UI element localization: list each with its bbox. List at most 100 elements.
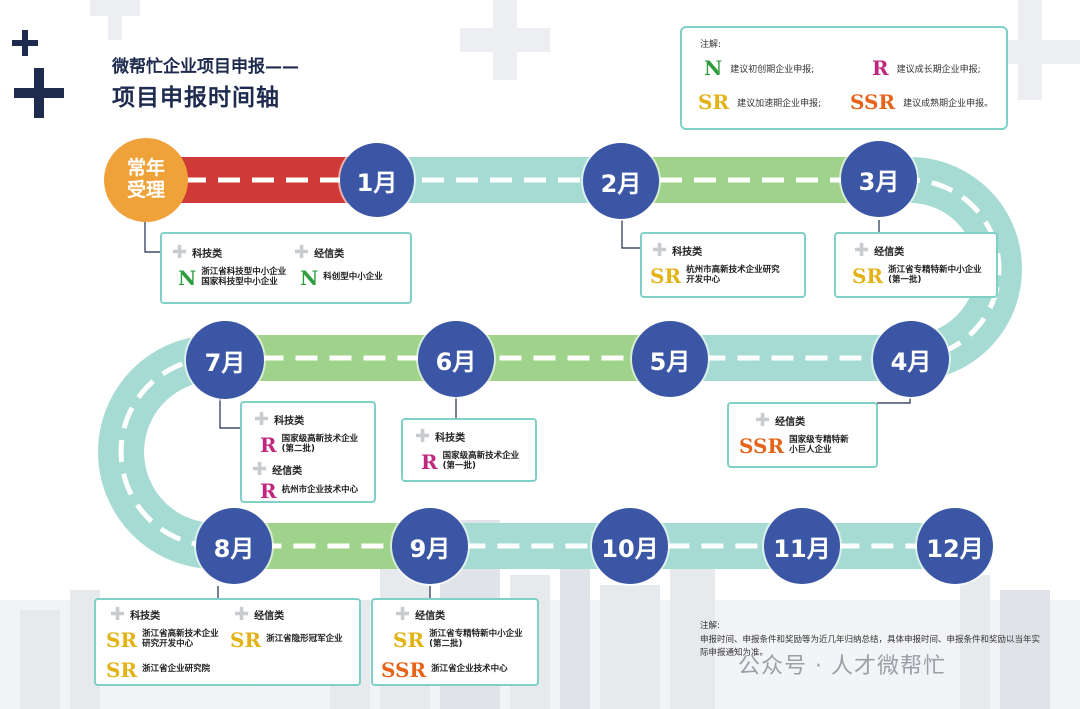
program-entry: N 浙江省科技型中小企业 国家科技型中小企业	[178, 266, 287, 290]
program-entry: SSR 国家级专精特新 小巨人企业	[739, 434, 849, 458]
footnote: 注解: 申报时间、申报条件和奖励等为近几年归纳总结，具体申报时间、申报条件和奖励…	[700, 620, 1040, 661]
program-name: 浙江省科技型中小企业 国家科技型中小企业	[201, 267, 287, 287]
start-node-line2: 受理	[126, 179, 165, 201]
legend-text: 建议成熟期企业申报。	[903, 98, 994, 109]
level-code: SSR	[381, 658, 427, 682]
program-name: 浙江省专精特新中小企业 (第一批)	[888, 265, 982, 285]
legend-item-r: R 建议成长期企业申报;	[872, 56, 981, 80]
program-name: 国家级专精特新 小巨人企业	[789, 435, 849, 455]
start-node-line1: 常年	[126, 157, 165, 180]
watermark: 公众号 · 人才微帮忙	[738, 654, 946, 679]
jul-programs-box: ✚科技类 R 国家级高新技术企业 (第二批) ✚经信类 R 杭州市企业技术中心	[240, 401, 376, 503]
month-node-2: 2月	[583, 143, 659, 219]
plus-icon: ✚	[252, 459, 268, 480]
level-code: SR	[698, 90, 730, 114]
aug-programs-box: ✚科技类 ✚经信类 SR 浙江省高新技术企业 研究开发中心 SR 浙江省隐形冠军…	[94, 598, 361, 686]
level-code: R	[421, 450, 438, 474]
legend-text: 建议加速期企业申报;	[737, 98, 822, 109]
program-entry: N 科创型中小企业	[300, 268, 383, 288]
month-node-12: 12月	[917, 508, 993, 584]
level-code: SSR	[739, 434, 785, 458]
plus-icon: ✚	[294, 242, 310, 263]
sep-programs-box: ✚经信类 SR 浙江省专精特新中小企业 (第二批) SSR 浙江省企业技术中心	[371, 598, 539, 686]
program-entry: SR 杭州市高新技术企业研究 开发中心	[650, 264, 780, 288]
month-node-10: 10月	[592, 508, 668, 584]
program-name: 浙江省隐形冠军企业	[266, 634, 343, 645]
level-code: R	[260, 479, 277, 503]
level-code: SR	[106, 628, 138, 652]
plus-icon: ✚	[755, 410, 771, 431]
category-label: ✚经信类	[854, 240, 905, 261]
program-name: 浙江省企业技术中心	[431, 664, 508, 675]
program-entry: R 杭州市企业技术中心	[260, 481, 358, 501]
connector-lines	[144, 220, 911, 598]
legend-text: 建议初创期企业申报;	[730, 64, 815, 75]
feb-programs-box: ✚科技类 SR 杭州市高新技术企业研究 开发中心	[640, 232, 806, 298]
program-entry: R 国家级高新技术企业 (第一批)	[421, 450, 520, 474]
program-name: 国家级高新技术企业 (第一批)	[442, 451, 520, 471]
mar-programs-box: ✚经信类 SR 浙江省专精特新中小企业 (第一批)	[834, 232, 998, 298]
plus-icon: ✚	[854, 240, 870, 261]
program-name: 浙江省专精特新中小企业 (第二批)	[429, 629, 523, 649]
category-label: ✚科技类	[110, 604, 161, 625]
category-label: ✚科技类	[415, 426, 466, 447]
category-label: ✚经信类	[395, 604, 446, 625]
category-label: ✚经信类	[294, 242, 345, 263]
program-name: 科创型中小企业	[323, 272, 383, 283]
year-round-node: 常年 受理	[104, 138, 188, 222]
annual-programs-box: ✚科技类 ✚经信类 N 浙江省科技型中小企业 国家科技型中小企业 N 科创型中小…	[160, 232, 412, 304]
month-node-8: 8月	[196, 508, 272, 584]
plus-icon: ✚	[395, 604, 411, 625]
legend-item-sr: SR 建议加速期企业申报;	[698, 90, 821, 114]
level-code: SR	[852, 264, 884, 288]
level-code: R	[260, 433, 277, 457]
program-name: 国家级高新技术企业 (第二批)	[281, 434, 359, 454]
month-node-4: 4月	[873, 321, 949, 397]
program-entry: SR 浙江省高新技术企业 研究开发中心	[106, 628, 219, 652]
level-code: SR	[650, 264, 682, 288]
poster-title: 微帮忙企业项目申报——	[112, 57, 299, 77]
month-node-11: 11月	[764, 508, 840, 584]
legend-box: 注解: N 建议初创期企业申报; R 建议成长期企业申报; SR 建议加速期企业…	[680, 26, 1008, 130]
plus-icon: ✚	[254, 409, 270, 430]
month-node-7: 7月	[186, 321, 264, 399]
program-entry: SSR 浙江省企业技术中心	[381, 660, 508, 680]
footnote-header: 注解:	[700, 621, 720, 631]
month-node-6: 6月	[418, 321, 494, 397]
program-entry: SR 浙江省企业研究院	[106, 660, 210, 680]
plus-decoration-icon	[12, 30, 64, 118]
program-entry: SR 浙江省隐形冠军企业	[230, 630, 343, 650]
level-code: SR	[106, 658, 138, 682]
program-entry: SR 浙江省专精特新中小企业 (第二批)	[393, 628, 523, 652]
plus-icon: ✚	[415, 426, 431, 447]
month-node-1: 1月	[340, 143, 414, 217]
program-name: 杭州市高新技术企业研究 开发中心	[686, 265, 780, 285]
legend-text: 建议成长期企业申报;	[896, 64, 981, 75]
program-name: 杭州市企业技术中心	[281, 485, 359, 496]
category-label: ✚经信类	[234, 604, 285, 625]
level-code: SSR	[850, 90, 896, 114]
program-entry: SR 浙江省专精特新中小企业 (第一批)	[852, 264, 982, 288]
level-code: N	[704, 56, 723, 80]
level-code: N	[300, 266, 319, 290]
category-label: ✚科技类	[172, 242, 223, 263]
jun-programs-box: ✚科技类 R 国家级高新技术企业 (第一批)	[401, 418, 537, 482]
plus-icon: ✚	[110, 604, 126, 625]
level-code: R	[872, 56, 889, 80]
category-label: ✚经信类	[755, 410, 806, 431]
category-label: ✚科技类	[254, 409, 305, 430]
level-code: N	[178, 266, 197, 290]
legend-item-n: N 建议初创期企业申报;	[704, 56, 814, 80]
program-name: 浙江省企业研究院	[142, 664, 211, 675]
apr-programs-box: ✚经信类 SSR 国家级专精特新 小巨人企业	[727, 402, 878, 468]
legend-item-ssr: SSR 建议成熟期企业申报。	[850, 90, 993, 114]
program-entry: R 国家级高新技术企业 (第二批)	[260, 433, 359, 457]
plus-icon: ✚	[234, 604, 250, 625]
month-node-9: 9月	[392, 508, 468, 584]
footnote-text: 申报时间、申报条件和奖励等为近几年归纳总结，具体申报时间、申报条件和奖励以当年实…	[700, 634, 1041, 659]
level-code: SR	[393, 628, 425, 652]
plus-icon: ✚	[652, 240, 668, 261]
plus-icon: ✚	[172, 242, 188, 263]
program-name: 浙江省高新技术企业 研究开发中心	[142, 629, 219, 649]
